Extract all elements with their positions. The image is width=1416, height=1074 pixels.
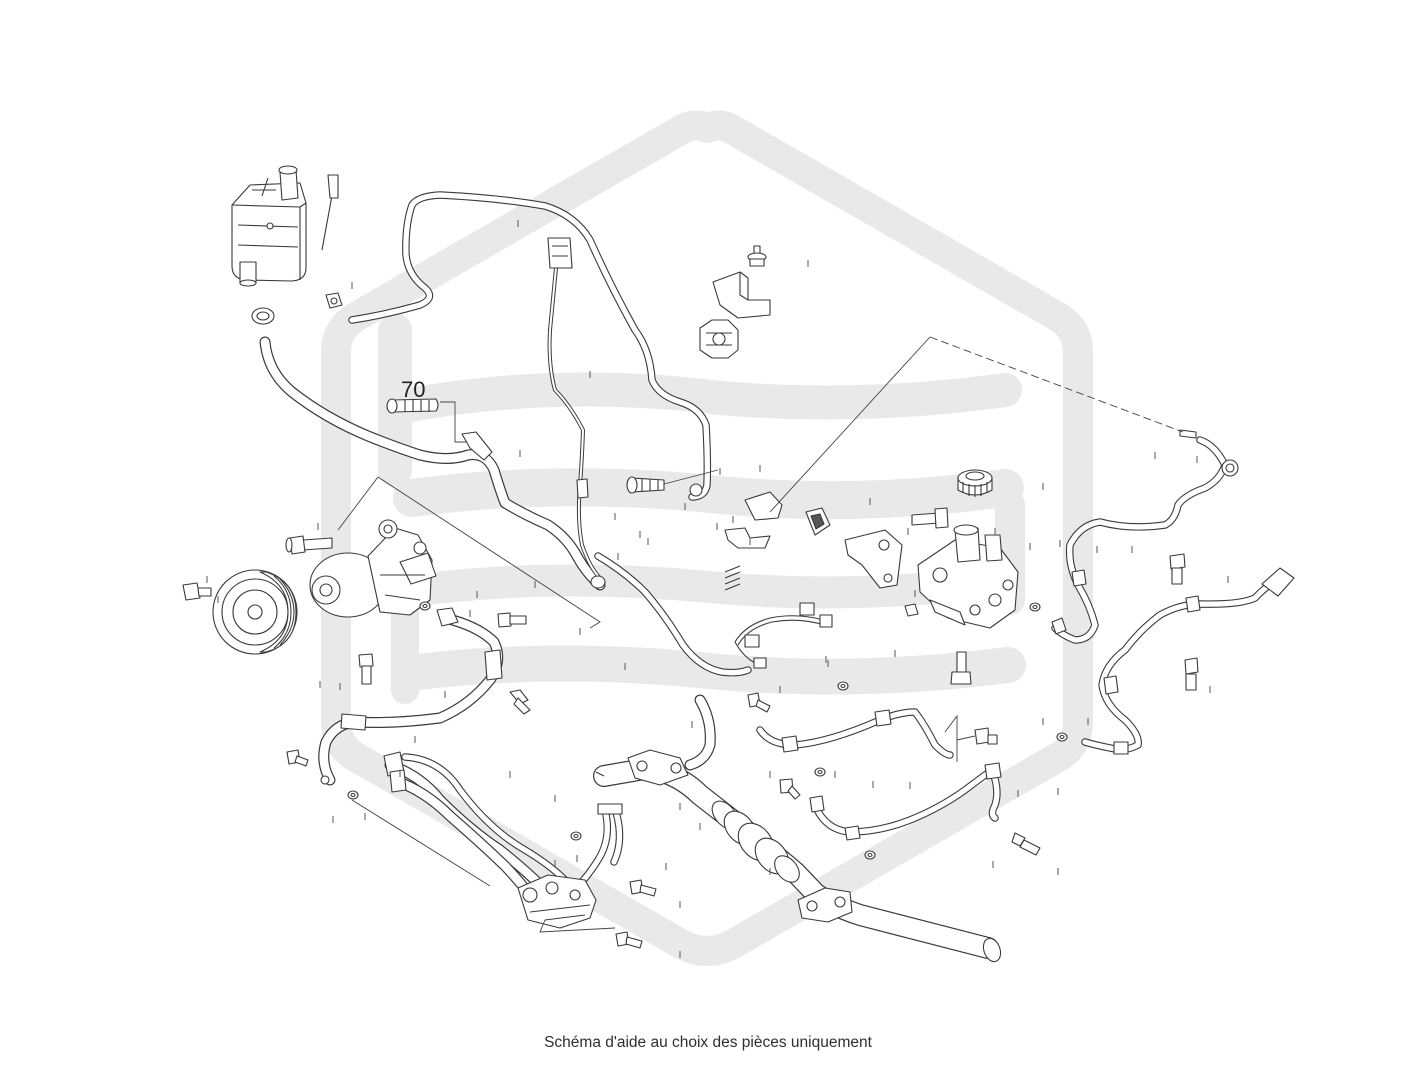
control-valve-block (904, 524, 1019, 629)
return-line (590, 556, 748, 673)
leader-lines (769, 336, 1184, 762)
return-hose-lower-right (809, 762, 1002, 841)
hose-clamp (251, 307, 275, 325)
bolt (911, 507, 949, 529)
bolt (285, 535, 333, 555)
bolt (1011, 832, 1041, 856)
rubber-bushing (699, 319, 739, 359)
steering-rack (596, 700, 1002, 963)
bolt (615, 931, 643, 949)
washers (347, 601, 1068, 860)
hose-fitting (325, 292, 343, 309)
bolt (626, 469, 719, 497)
bolt-callout-70[interactable]: 70 (386, 377, 493, 461)
reservoir-cap (957, 469, 993, 497)
bolt (1169, 553, 1186, 585)
leader-line (539, 919, 616, 933)
retaining-clip (724, 527, 771, 549)
bolt (509, 689, 531, 715)
dipstick (321, 174, 339, 251)
bolt (747, 692, 771, 713)
power-steering-reservoir (231, 165, 307, 287)
valve-feed-lines (383, 751, 622, 895)
bolt (182, 582, 212, 601)
bolt (779, 778, 801, 800)
pulley (212, 569, 298, 655)
valve-bracket (844, 529, 903, 589)
rotary-valve (517, 874, 597, 929)
bolt (974, 727, 998, 745)
sensor-wiring (734, 602, 833, 669)
bolt (747, 245, 767, 267)
power-steering-pump (309, 519, 437, 618)
diagram-caption: Schéma d'aide au choix des pièces unique… (544, 1034, 872, 1051)
rubber-mount (805, 507, 831, 536)
cooler-line-upper (1052, 429, 1239, 640)
bolt (497, 612, 527, 628)
bolt (629, 879, 657, 897)
bolt (286, 749, 309, 767)
bolt (1184, 657, 1199, 691)
pressure-hose (321, 607, 502, 784)
cooler-line-lower (1085, 567, 1295, 755)
feed-hose-lower-right (760, 710, 950, 755)
leader-line (351, 799, 491, 887)
retaining-clip (744, 491, 783, 521)
leader-line (337, 476, 601, 629)
mounting-bracket-clamp (712, 271, 771, 319)
stud (950, 651, 972, 685)
callout-label[interactable]: 70 (401, 377, 425, 402)
spring-clip (724, 565, 741, 591)
bolt (358, 653, 374, 685)
wiring-harness (547, 237, 602, 580)
reference-ticks (206, 220, 1229, 958)
